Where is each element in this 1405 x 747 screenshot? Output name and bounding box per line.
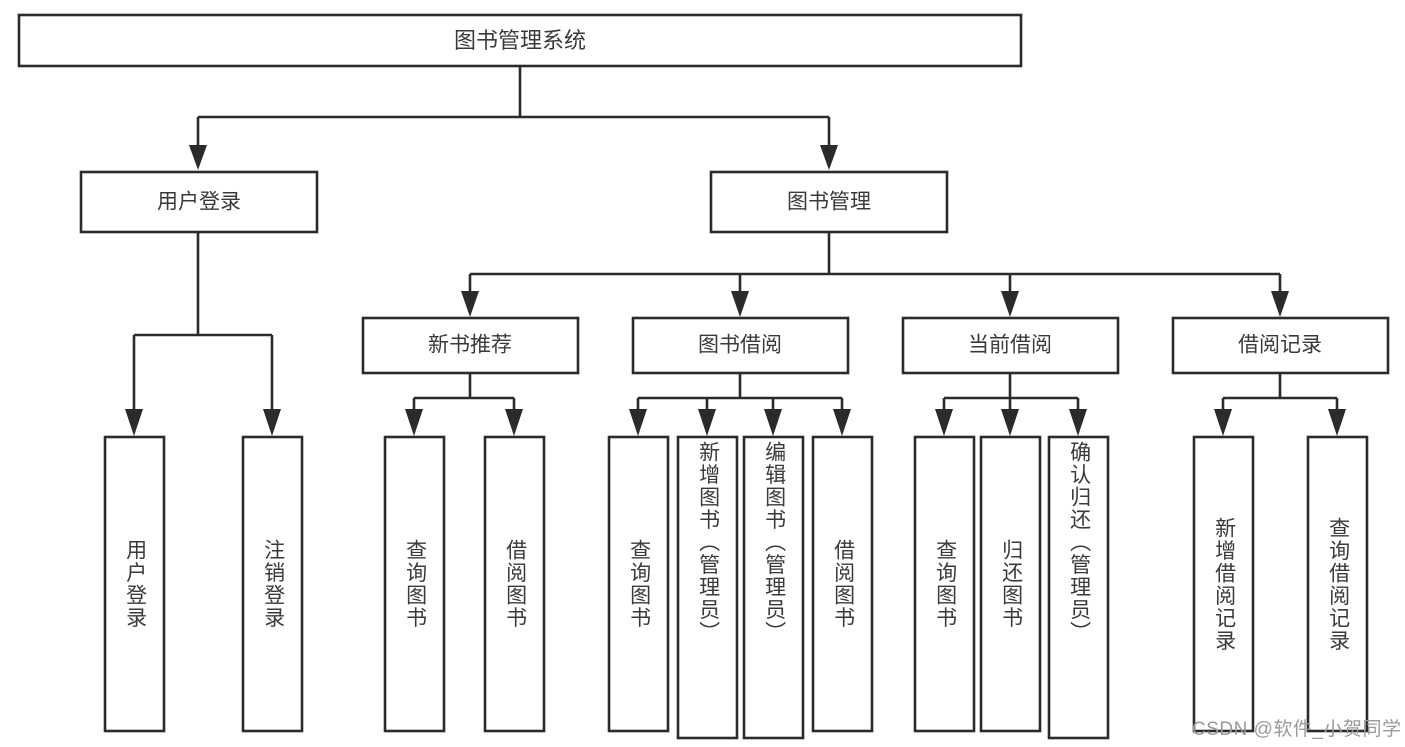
node-leaf-confirm-return[interactable] — [1047, 435, 1110, 740]
node-book-borrow-label: 图书借阅 — [698, 334, 782, 357]
node-new-book-recommend[interactable] — [361, 316, 580, 375]
arrow-to-leaf-query-record — [1328, 409, 1346, 436]
arrow-to-leaf-add-book — [698, 409, 716, 436]
node-leaf-query-record[interactable] — [1306, 435, 1369, 733]
arrow-to-leaf-borrow-book-1 — [505, 409, 523, 436]
csdn-watermark: CSDN @软件_小贺同学 — [1192, 719, 1402, 740]
arrow-to-borrow-record — [1271, 291, 1289, 317]
node-book-borrow[interactable] — [631, 316, 850, 375]
node-user-login[interactable] — [79, 170, 319, 234]
node-leaf-return-book[interactable] — [979, 435, 1042, 733]
arrow-to-new-book-recommend — [461, 291, 479, 317]
arrow-to-leaf-add-record — [1214, 409, 1232, 436]
node-leaf-query-book-1[interactable] — [383, 435, 446, 733]
arrow-to-leaf-query-book-1 — [405, 409, 423, 436]
node-root-label: 图书管理系统 — [454, 28, 586, 53]
node-current-borrow[interactable] — [901, 316, 1120, 375]
node-book-management[interactable] — [709, 170, 949, 234]
arrow-to-current-borrow — [1001, 291, 1019, 317]
node-current-borrow-label: 当前借阅 — [968, 334, 1052, 357]
node-leaf-query-book-2[interactable] — [607, 435, 670, 733]
node-leaf-edit-book[interactable] — [742, 435, 805, 740]
arrow-to-book-management — [820, 145, 838, 170]
arrow-to-leaf-confirm-return — [1069, 409, 1087, 436]
node-leaf-query-book-3[interactable] — [913, 435, 976, 733]
node-borrow-record-label: 借阅记录 — [1238, 334, 1322, 357]
arrow-to-leaf-user-login — [125, 409, 143, 436]
arrow-to-leaf-edit-book — [764, 409, 782, 436]
node-leaf-user-login[interactable] — [103, 435, 166, 733]
connector-layer — [125, 66, 1346, 436]
node-layer — [17, 13, 1390, 740]
arrow-to-leaf-query-book-3 — [935, 409, 953, 436]
node-root[interactable] — [17, 13, 1023, 68]
arrow-to-book-borrow — [731, 291, 749, 317]
node-leaf-add-record[interactable] — [1192, 435, 1255, 733]
arrow-to-leaf-borrow-book-2 — [833, 409, 851, 436]
arrow-to-user-login — [189, 145, 207, 170]
node-book-management-label: 图书管理 — [787, 191, 871, 214]
label-layer: 图书管理系统 用户登录 图书管理 新书推荐 图书借阅 当前借阅 借阅记录 — [157, 28, 1322, 357]
node-leaf-logout-login[interactable] — [241, 435, 304, 733]
node-new-book-recommend-label: 新书推荐 — [428, 334, 512, 357]
arrow-to-leaf-logout-login — [263, 409, 281, 436]
node-leaf-add-book[interactable] — [676, 435, 739, 740]
node-borrow-record[interactable] — [1171, 316, 1390, 375]
node-user-login-label: 用户登录 — [157, 191, 241, 214]
arrow-to-leaf-query-book-2 — [629, 409, 647, 436]
arrow-to-leaf-return-book — [1001, 409, 1019, 436]
node-leaf-borrow-book-1[interactable] — [483, 435, 546, 733]
node-leaf-borrow-book-2[interactable] — [811, 435, 874, 733]
